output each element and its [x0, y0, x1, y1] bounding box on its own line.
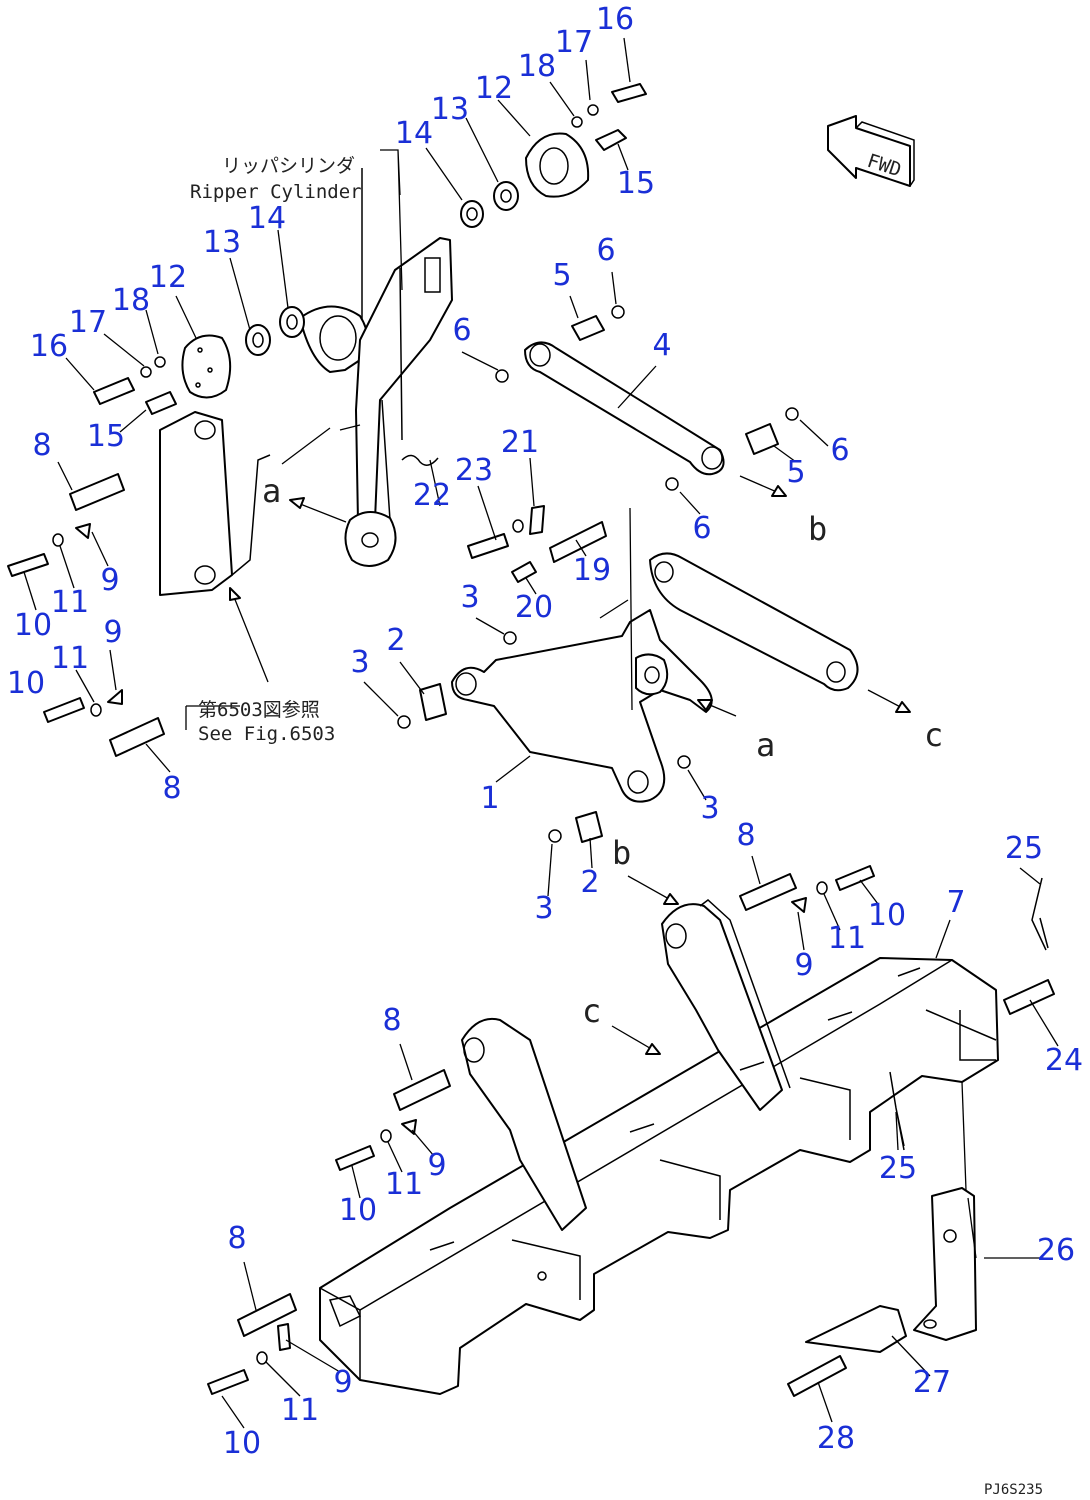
link-4	[495, 305, 799, 491]
callout-14: 14	[248, 201, 286, 236]
callout-2: 2	[580, 865, 599, 900]
pin-28	[787, 1355, 847, 1397]
pin-25-lower	[889, 1071, 905, 1151]
leader-lines	[23, 37, 1059, 1429]
callout-13: 13	[431, 92, 469, 127]
callout-9: 9	[103, 615, 122, 650]
callout-3: 3	[700, 791, 719, 826]
callout-8: 8	[227, 1221, 246, 1256]
view-letter-b-lower: b	[612, 834, 631, 872]
callout-14: 14	[395, 116, 433, 151]
callout-10: 10	[7, 666, 45, 701]
see-fig-label-jp: 第6503図参照	[198, 699, 320, 721]
callout-26: 26	[1037, 1233, 1075, 1268]
callout-6: 6	[452, 313, 471, 348]
callout-11: 11	[281, 1393, 319, 1428]
callout-3: 3	[534, 891, 553, 926]
callout-17: 17	[555, 25, 593, 60]
callout-15: 15	[617, 166, 655, 201]
callout-20: 20	[515, 590, 553, 625]
tip-27	[805, 1305, 907, 1353]
right-bracket-parts	[460, 83, 647, 228]
left-pins	[7, 473, 165, 757]
ripper-frame-7	[319, 899, 999, 1395]
drawing-code: PJ6S235	[984, 1482, 1043, 1498]
callout-9: 9	[427, 1148, 446, 1183]
callout-6: 6	[830, 433, 849, 468]
callout-6: 6	[596, 233, 615, 268]
callout-28: 28	[817, 1421, 855, 1456]
callout-25: 25	[879, 1151, 917, 1186]
callout-10: 10	[223, 1426, 261, 1461]
left-bracket	[159, 306, 305, 596]
callout-25: 25	[1005, 831, 1043, 866]
view-letter-a-upper: a	[262, 472, 281, 510]
callout-15: 15	[87, 419, 125, 454]
callout-18: 18	[518, 49, 556, 84]
callout-21: 21	[501, 425, 539, 460]
callout-10: 10	[868, 898, 906, 933]
callout-10: 10	[14, 608, 52, 643]
callout-18: 18	[112, 283, 150, 318]
callout-24: 24	[1045, 1043, 1083, 1078]
callout-23: 23	[455, 453, 493, 488]
callout-12: 12	[475, 71, 513, 106]
callout-16: 16	[30, 329, 68, 364]
callout-5: 5	[552, 258, 571, 293]
callout-8: 8	[32, 428, 51, 463]
see-fig-label-en: See Fig.6503	[198, 723, 335, 745]
callout-11: 11	[385, 1167, 423, 1202]
callout-11: 11	[51, 585, 89, 620]
upper-left-fasteners	[93, 356, 177, 415]
view-letter-c-lower: c	[582, 992, 601, 1030]
callout-8: 8	[162, 771, 181, 806]
callout-22: 22	[413, 478, 451, 513]
ripper-cylinder-label-jp: リッパシリンダ	[222, 155, 355, 177]
callout-27: 27	[913, 1365, 951, 1400]
callout-11: 11	[51, 641, 89, 676]
ripper-arm-1	[397, 507, 859, 843]
callout-1: 1	[480, 781, 499, 816]
callout-3: 3	[350, 645, 369, 680]
callout-10: 10	[339, 1193, 377, 1228]
view-letter-b-upper: b	[808, 510, 827, 548]
callout-7: 7	[946, 885, 965, 920]
lower-fasteners	[207, 865, 1055, 1395]
view-letter-a-middle: a	[756, 726, 775, 764]
callout-8: 8	[382, 1003, 401, 1038]
callout-4: 4	[652, 328, 671, 363]
callout-17: 17	[69, 305, 107, 340]
callout-13: 13	[203, 225, 241, 260]
callout-16: 16	[596, 2, 634, 37]
fwd-arrow-icon: FWD	[827, 115, 915, 187]
callout-6: 6	[692, 511, 711, 546]
callout-12: 12	[149, 260, 187, 295]
callout-9: 9	[100, 563, 119, 598]
callout-8: 8	[736, 818, 755, 853]
view-letter-c-middle: c	[924, 716, 943, 754]
callout-9: 9	[333, 1365, 352, 1400]
callout-5: 5	[786, 455, 805, 490]
shank-26	[913, 1187, 977, 1341]
callout-9: 9	[794, 948, 813, 983]
callout-group: 1223333455666678888899999101010101011111…	[7, 2, 1083, 1461]
callout-2: 2	[386, 623, 405, 658]
ripper-cylinder-label-en: Ripper Cylinder	[190, 181, 362, 203]
pin-25-upper	[1031, 877, 1049, 951]
callout-11: 11	[828, 921, 866, 956]
view-arrows	[229, 475, 911, 1055]
callout-19: 19	[573, 553, 611, 588]
callout-3: 3	[460, 580, 479, 615]
ripper-cylinder	[299, 149, 453, 567]
